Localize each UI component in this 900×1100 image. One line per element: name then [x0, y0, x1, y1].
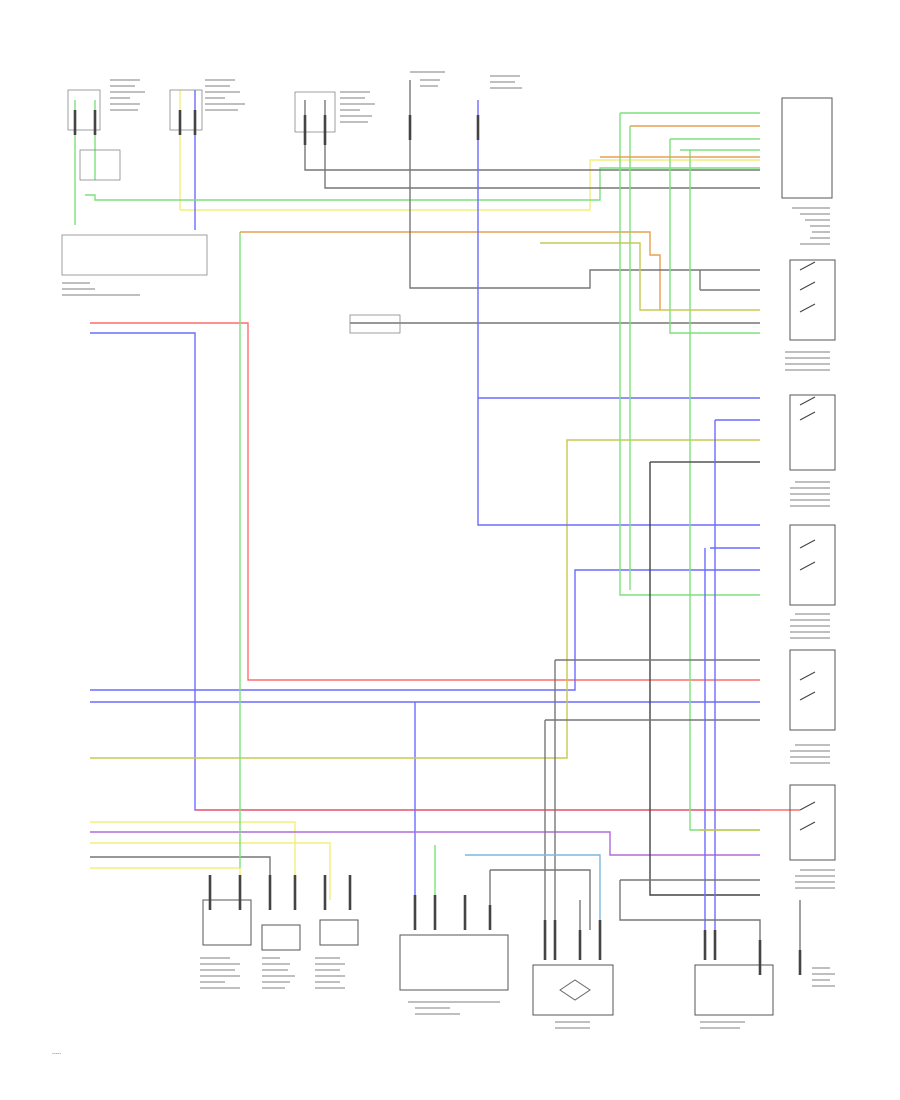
right-switch-4 [789, 649, 836, 731]
switch-contacts [799, 261, 816, 831]
wire-blue-1 [90, 332, 760, 811]
right-switch-3 [789, 524, 836, 606]
right-switch-5 [789, 784, 836, 861]
right-switch-2 [789, 394, 836, 471]
bottom-left-switch-1 [202, 899, 252, 946]
bottom-center-plugs [413, 895, 492, 930]
components [61, 89, 836, 1016]
wire-red-1 [90, 322, 760, 681]
bottom-left-relay-3 [319, 919, 359, 946]
wire-blue-2 [90, 569, 760, 691]
wire-green-6 [619, 113, 760, 596]
top-left-connector-3 [294, 91, 336, 133]
bottom-left-plugs [208, 875, 352, 910]
wire-blue-6 [477, 100, 760, 526]
wire-purple-1 [90, 831, 760, 856]
wire-gray-13 [490, 869, 591, 930]
wire-green-2 [85, 167, 760, 201]
bottom-right-module [694, 964, 774, 1016]
wire-olive-2 [540, 242, 760, 311]
bottom-center-module [399, 934, 509, 991]
bottom-sensor-plugs [543, 920, 602, 960]
fuse-small-box [79, 149, 121, 181]
center-relay [349, 314, 401, 334]
wire-yellow-3 [90, 867, 241, 900]
wire-olive-1 [90, 439, 760, 759]
bottom-left-relay-2 [261, 924, 301, 951]
sensor-glyph [559, 979, 591, 1001]
wire-yellow-4 [180, 159, 760, 211]
top-left-plugs [73, 110, 480, 145]
wire-gray-1 [90, 856, 271, 900]
wire-gray-16 [619, 880, 761, 940]
top-left-connector-1 [67, 89, 101, 131]
wires [74, 80, 801, 960]
wire-lightblue-1 [465, 854, 601, 930]
wire-orange-1 [240, 231, 661, 310]
wire-black-1 [649, 462, 760, 896]
label-marks [62, 71, 835, 1029]
top-right-connector [781, 97, 833, 199]
wire-green-11 [689, 150, 760, 831]
right-switch-1 [789, 259, 836, 341]
fuse-relay-box [61, 234, 208, 276]
top-left-connector-2 [169, 89, 203, 131]
wire-yellow-1 [90, 821, 296, 900]
wire-green-9 [669, 139, 760, 334]
bottom-right-plugs [703, 930, 802, 975]
wire-gray-4 [409, 80, 760, 289]
wire-yellow-2 [90, 842, 331, 900]
figure-id: ----- [52, 1051, 61, 1057]
bottom-sensor-module [532, 964, 614, 1016]
